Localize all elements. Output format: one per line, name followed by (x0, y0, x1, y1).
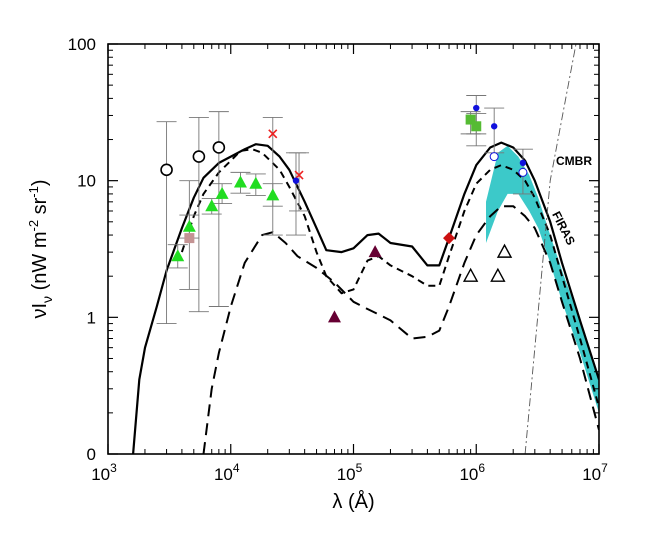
x-tick-label: 103 (91, 461, 117, 484)
y-tick-label: 10 (77, 172, 96, 191)
model-curve-dash-dot (524, 44, 577, 454)
y-axis-title: νIν (nW m-2 sr-1) (26, 179, 55, 318)
annotations-layer: CMBR FIRAS (549, 154, 592, 247)
data-point-small-dot (519, 159, 527, 167)
axis-ticks-layer (107, 43, 600, 455)
firas-band (486, 145, 599, 413)
data-point-triangle (205, 199, 219, 212)
data-point-diamond (443, 232, 456, 245)
x-axis-title: λ (Å) (332, 490, 374, 513)
y-tick-label: 0 (87, 445, 96, 464)
data-point-triangle (368, 245, 382, 258)
data-point-open-triangle (490, 267, 506, 282)
data-point-open-circle-small (489, 152, 499, 162)
model-curves-layer (132, 44, 599, 454)
x-tick-label: 106 (459, 461, 485, 484)
data-point-square (465, 114, 476, 125)
data-markers-layer (160, 104, 528, 323)
data-point-triangle (249, 176, 263, 189)
data-point-small-dot (473, 104, 480, 112)
firas-band-layer (486, 145, 599, 413)
data-point-triangle (215, 186, 229, 199)
model-curve-long-dash (202, 205, 599, 454)
data-point-small-dot (490, 123, 498, 130)
data-point-open-circle-small (518, 167, 528, 177)
data-point-open-triangle (462, 267, 479, 282)
data-point-triangle (233, 175, 247, 188)
y-tick-label: 1 (87, 308, 96, 327)
x-tick-label: 104 (214, 461, 240, 484)
data-point-triangle (171, 249, 185, 262)
x-tick-label: 107 (582, 461, 608, 484)
data-point-small-dot (292, 177, 300, 184)
data-point-square (471, 121, 482, 132)
data-point-triangle (327, 310, 341, 323)
model-curve-solid (132, 141, 599, 454)
data-point-cross (268, 129, 278, 139)
data-point-triangle (266, 188, 280, 201)
axis-labels-layer: 103 104 105 106 107 0 1 10 100 λ (Å) νIν (nW m-2 s… (26, 35, 608, 513)
data-point-triangle (182, 219, 196, 232)
x-tick-label: 105 (337, 461, 363, 484)
y-tick-label: 100 (68, 35, 96, 54)
annotation-firas: FIRAS (549, 209, 578, 247)
data-point-open-circle (192, 150, 206, 163)
data-point-open-circle (212, 141, 226, 154)
data-point-open-circle (160, 163, 173, 177)
annotation-cmbr: CMBR (556, 154, 592, 168)
data-point-square (184, 233, 195, 244)
data-point-open-triangle (496, 243, 513, 258)
